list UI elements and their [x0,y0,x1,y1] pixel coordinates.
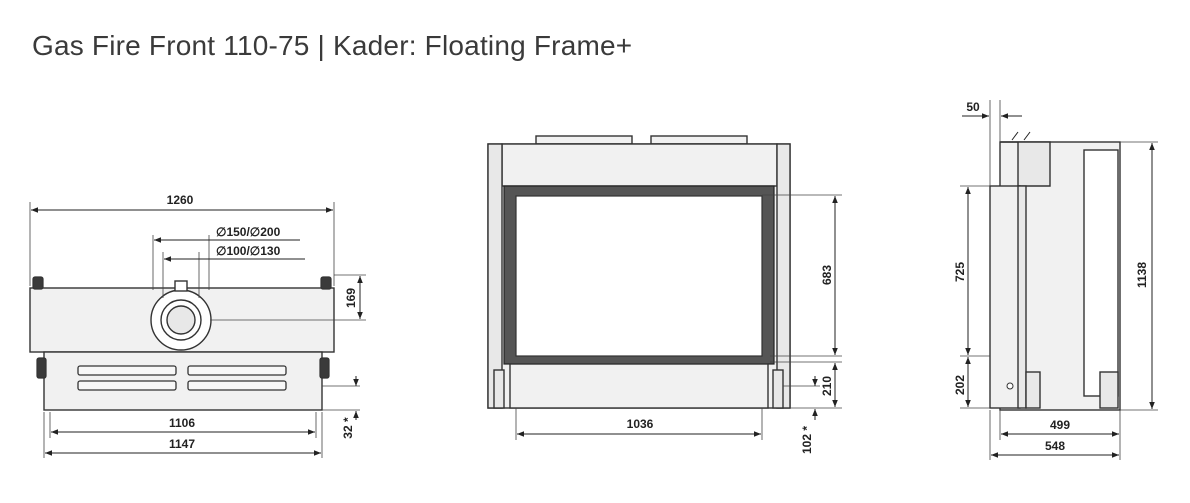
corner-bolt-right [320,276,332,290]
side-post-left [487,143,503,409]
top-cap-left [535,135,633,145]
glass-opening [515,195,763,357]
side-post-right [776,143,791,409]
foot-right [772,369,784,409]
side-view-rear-foot [1099,371,1119,409]
dim-frame-depth: 50 [966,100,980,114]
dim-width-base: 1147 [169,437,195,451]
flue-tab [174,280,188,292]
dim-frame-height: 725 [953,262,967,282]
dim-bottom-offset: 202 [953,375,967,395]
dim-flue-inner: ∅100/∅130 [216,244,281,258]
dim-depth-total: 548 [1045,439,1065,453]
side-bracket-right [319,357,330,379]
front-view-top-panel [501,143,778,187]
foot-left [493,369,505,409]
top-view: 1260 ∅150/∅200 ∅100/∅130 169 32 * 1106 1… [29,193,366,458]
corner-bolt-left [32,276,44,290]
dim-width-overall: 1260 [167,193,194,207]
vent-slot [77,380,177,391]
dim-opening-height: 683 [820,265,834,285]
side-view-foot [1025,371,1041,409]
page-title: Gas Fire Front 110-75 | Kader: Floating … [32,30,633,61]
dim-flue-offset: 169 [344,288,358,308]
side-view-back-panel [1083,149,1119,397]
dim-bottom-height: 210 [820,376,834,396]
vent-slot [187,380,287,391]
side-view-knob [1006,382,1014,390]
top-cap-right [650,135,748,145]
side-view: 50 725 202 1138 499 548 [953,100,1158,460]
dim-flue-outer: ∅150/∅200 [216,225,281,239]
dim-opening-width: 1036 [627,417,654,431]
dim-foot-height: 102 * [800,426,814,454]
front-view: 683 210 102 * 1036 [487,135,842,454]
front-view-bottom-panel [509,363,769,409]
side-view-front-frame [989,185,1021,409]
vent-slot [77,365,177,376]
dim-base-height: 32 * [341,417,355,439]
vent-slot [187,365,287,376]
dim-width-inner: 1106 [169,416,195,430]
side-view-top-step [1000,141,1051,187]
side-view-frame-edge [1017,185,1027,409]
dim-depth-inner: 499 [1050,418,1070,432]
side-bracket-left [36,357,47,379]
flue-inner-circle [166,305,196,335]
dim-total-height: 1138 [1135,262,1149,288]
